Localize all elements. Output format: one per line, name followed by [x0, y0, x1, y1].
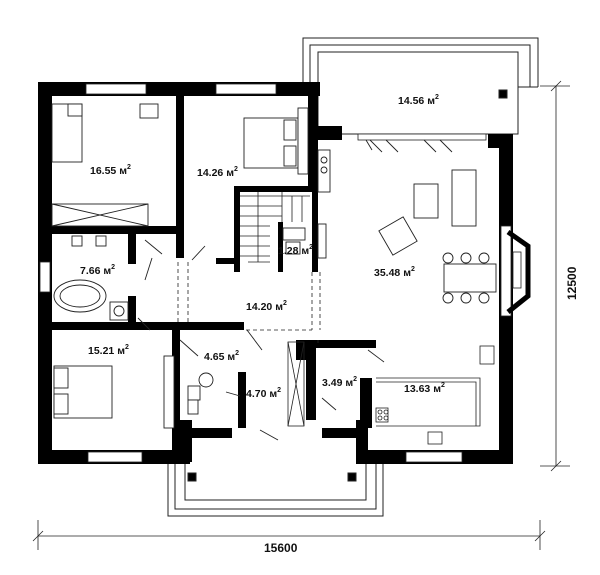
- room-area-label-bedroom-nw: 16.55 м2: [90, 164, 131, 177]
- room-area-exponent: 2: [283, 300, 287, 307]
- room-area-unit: м: [269, 388, 277, 400]
- room-area-unit: м: [345, 377, 353, 389]
- room-area-exponent: 2: [309, 244, 313, 251]
- room-area-label-wc: 1.28 м2: [278, 244, 313, 257]
- width-dimension-label: 15600: [264, 541, 298, 555]
- bay-window: [506, 229, 531, 314]
- room-area-value: 7.66: [80, 265, 103, 277]
- room-area-unit: м: [227, 351, 235, 363]
- room-area-exponent: 2: [353, 376, 357, 383]
- room-area-label-pantry: 3.49 м2: [322, 376, 357, 389]
- door-swings: [137, 139, 453, 441]
- terrace: [302, 37, 539, 135]
- furniture: [51, 103, 497, 429]
- room-area-value: 4.70: [246, 388, 269, 400]
- room-area-exponent: 2: [235, 350, 239, 357]
- room-area-label-boiler: 4.65 м2: [204, 350, 239, 363]
- room-area-label-hall: 14.20 м2: [246, 300, 287, 313]
- room-area-exponent: 2: [125, 344, 129, 351]
- room-area-value: 35.48: [374, 267, 403, 279]
- porch-post-right: [347, 472, 357, 482]
- dimension-lines: [32, 80, 570, 550]
- room-area-label-terrace: 14.56 м2: [398, 94, 439, 107]
- nightstand: [139, 103, 159, 119]
- room-area-label-bedroom-sw: 15.21 м2: [88, 344, 129, 357]
- porch-post-left: [187, 472, 197, 482]
- wardrobe-sw: [163, 355, 175, 429]
- sofa: [451, 169, 477, 227]
- room-area-unit: м: [433, 383, 441, 395]
- room-area-label-bathroom: 7.66 м2: [80, 264, 115, 277]
- partition-lines: [177, 262, 495, 445]
- room-area-exponent: 2: [127, 164, 131, 171]
- height-dimension-label: 12500: [565, 266, 579, 300]
- room-area-exponent: 2: [234, 166, 238, 173]
- armchair: [378, 216, 418, 256]
- room-area-unit: м: [403, 267, 411, 279]
- room-area-exponent: 2: [111, 264, 115, 271]
- room-area-unit: м: [226, 167, 234, 179]
- room-area-value: 16.55: [90, 165, 119, 177]
- room-area-unit: м: [117, 345, 125, 357]
- room-area-value: 4.65: [204, 351, 227, 363]
- room-area-value: 14.20: [246, 301, 275, 313]
- boiler: [198, 372, 214, 388]
- interior-walls: [52, 96, 376, 450]
- room-area-label-closet: 4.70 м2: [246, 387, 281, 400]
- room-area-unit: м: [119, 165, 127, 177]
- staircase: [240, 192, 310, 263]
- windows: [39, 83, 512, 463]
- room-area-exponent: 2: [441, 382, 445, 389]
- dining-table: [443, 263, 497, 293]
- room-area-unit: м: [275, 301, 283, 313]
- toilet: [71, 235, 83, 247]
- room-area-label-living: 35.48 м2: [374, 266, 415, 279]
- room-area-unit: м: [103, 265, 111, 277]
- room-area-exponent: 2: [435, 94, 439, 101]
- room-area-unit: м: [301, 245, 309, 257]
- entrance-porch: [167, 462, 384, 517]
- room-area-exponent: 2: [277, 387, 281, 394]
- room-area-value: 14.56: [398, 95, 427, 107]
- wc-toilet: [285, 241, 301, 255]
- terrace-post: [498, 89, 508, 99]
- room-area-label-bedroom-n: 14.26 м2: [197, 166, 238, 179]
- coffee-table: [413, 183, 439, 219]
- room-area-value: 13.63: [404, 383, 433, 395]
- room-area-value: 1.28: [278, 245, 301, 257]
- room-area-value: 15.21: [88, 345, 117, 357]
- room-area-label-kitchen: 13.63 м2: [404, 382, 445, 395]
- room-area-value: 14.26: [197, 167, 226, 179]
- room-area-exponent: 2: [411, 266, 415, 273]
- bidet: [95, 235, 107, 247]
- bed-nw: [51, 103, 83, 163]
- room-area-value: 3.49: [322, 377, 345, 389]
- room-area-unit: м: [427, 95, 435, 107]
